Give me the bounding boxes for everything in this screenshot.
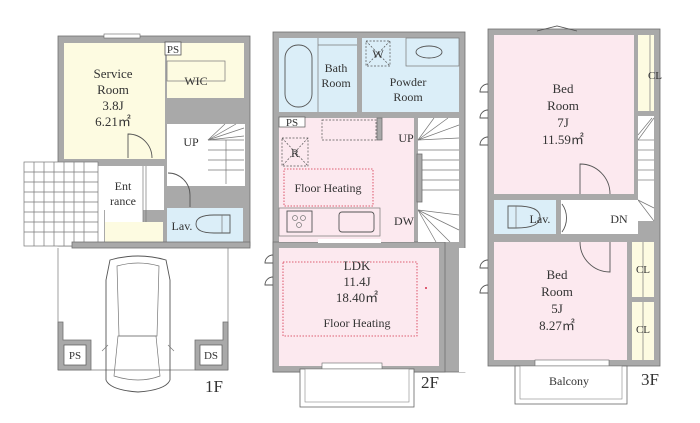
f2-kitchen-counter — [278, 207, 381, 237]
f3-balcony-label: Balcony — [549, 374, 589, 388]
f1-window-top — [103, 33, 141, 39]
f2-sink — [415, 45, 443, 59]
f3-stair-lines — [637, 117, 655, 222]
f3-cl-mid-label: CL — [636, 264, 650, 276]
f2-kitchen — [279, 118, 414, 242]
f3-bed1-door — [579, 163, 611, 195]
f3-cl-top-label: CL — [648, 70, 662, 82]
f2-kitchen-sink — [338, 211, 375, 233]
f1-service-door — [127, 133, 153, 159]
f3-stairs — [638, 116, 654, 221]
f2-stair-lines — [417, 117, 460, 243]
f2-stove — [286, 210, 313, 233]
f1-ps-top-label: PS — [167, 44, 179, 56]
f3-bedroom-2 — [494, 242, 627, 360]
floor-1f — [23, 33, 251, 393]
f3-lav-door — [561, 203, 567, 233]
f2-ldk-name: LDK — [344, 258, 371, 273]
f2-fridge-space — [281, 137, 309, 167]
f3-dn-label: DN — [610, 212, 628, 226]
f3-bed2-side-windows — [479, 259, 489, 294]
f2-ps-box — [278, 116, 306, 128]
f1-entrance-line1: Ent — [115, 179, 132, 193]
f1-service-room-size-m2: 6.21㎡ — [95, 114, 131, 129]
f3-bed1-size-j: 7J — [557, 115, 569, 130]
f1-service-room — [64, 43, 165, 159]
f2-floor-label: 2F — [421, 373, 439, 392]
floor-3f — [479, 25, 661, 405]
f1-up-label: UP — [183, 135, 199, 149]
f2-powder-room — [362, 38, 459, 112]
f1-lav-door — [167, 172, 191, 207]
f3-bed1-line1: Bed — [553, 81, 574, 96]
f1-lav-label: Lav. — [172, 219, 193, 233]
f1-service-room-size-j: 3.8J — [102, 98, 123, 113]
f3-bedroom-1 — [494, 35, 634, 194]
f3-top-window — [536, 25, 578, 32]
f2-bathtub — [284, 44, 313, 108]
f2-ps-label: PS — [286, 117, 298, 129]
f1-ps-box — [164, 41, 182, 56]
f1-entrance-line2: rance — [110, 194, 136, 208]
f2-dw-label: DW — [394, 214, 415, 228]
f3-bed1-side-windows — [479, 83, 489, 146]
f3-bed1-size-m2: 11.59㎡ — [542, 132, 584, 147]
car-icon — [101, 255, 175, 393]
f2-ldk — [279, 248, 439, 366]
f3-bed2-door — [579, 241, 611, 273]
f1-stair-lines — [207, 123, 245, 184]
f2-ldk-heating-label: Floor Heating — [324, 316, 391, 330]
f1-floor-label: 1F — [205, 377, 223, 396]
f3-lav — [494, 200, 556, 234]
f1-wic-label: WIC — [184, 74, 207, 88]
f3-hall — [561, 200, 638, 234]
f3-lav-label: Lav. — [530, 212, 551, 226]
f1-entrance-floor — [105, 166, 143, 222]
f2-kitchen-heating-label: Floor Heating — [295, 181, 362, 195]
f2-bath-line2: Room — [321, 76, 351, 90]
f2-fridge-label: R — [291, 146, 299, 160]
f2-bath-line1: Bath — [325, 61, 348, 75]
f3-cl-bottom-label: CL — [636, 324, 650, 336]
f1-service-room-line2: Room — [97, 82, 129, 97]
f2-up-label: UP — [398, 131, 414, 145]
f2-ldk-size-m2: 18.40㎡ — [336, 290, 378, 305]
f2-side-windows — [264, 254, 274, 286]
f3-toilet — [507, 205, 541, 229]
f2-washer-space — [365, 40, 391, 67]
f2-powder-line2: Room — [393, 90, 423, 104]
f2-washer-label: W — [372, 47, 384, 61]
f3-bed2-line2: Room — [541, 284, 573, 299]
f1-ps-bottom-label: PS — [69, 350, 81, 362]
f2-powder-line1: Powder — [390, 75, 427, 89]
f3-bed2-size-j: 5J — [551, 301, 563, 316]
f2-ldk-floor-heating — [282, 261, 418, 337]
f1-wic-shelf — [166, 60, 226, 82]
f2-ldk-size-j: 11.4J — [343, 274, 370, 289]
f3-bed1-line2: Room — [547, 98, 579, 113]
f1-porch-tiles — [23, 161, 99, 247]
f1-toilet — [195, 214, 231, 234]
f3-floor-label: 3F — [641, 370, 659, 389]
f3-bed2-size-m2: 8.27㎡ — [539, 318, 575, 333]
floor-2f — [264, 31, 469, 408]
f1-bottom-wall — [71, 241, 251, 249]
f3-bed2-line1: Bed — [547, 267, 568, 282]
f1-service-room-line1: Service — [94, 66, 133, 81]
f1-shoe-storage — [105, 222, 163, 242]
f1-ds-label: DS — [204, 350, 218, 362]
